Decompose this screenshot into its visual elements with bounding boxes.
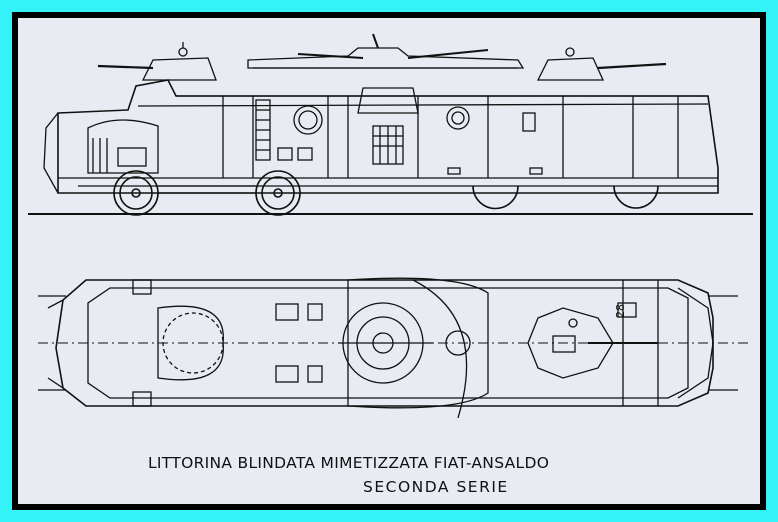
side-elevation-drawing bbox=[28, 33, 753, 216]
plate-subtitle: SECONDA SERIE bbox=[363, 478, 509, 496]
hull-number: 28 bbox=[614, 304, 627, 318]
drawing-sheet: 28 LITTORINA BLINDATA MIMETIZZATA FIAT-A… bbox=[18, 18, 760, 504]
plan-view-drawing: 28 bbox=[38, 277, 748, 419]
plate-title: LITTORINA BLINDATA MIMETIZZATA FIAT-ANSA… bbox=[148, 454, 550, 472]
